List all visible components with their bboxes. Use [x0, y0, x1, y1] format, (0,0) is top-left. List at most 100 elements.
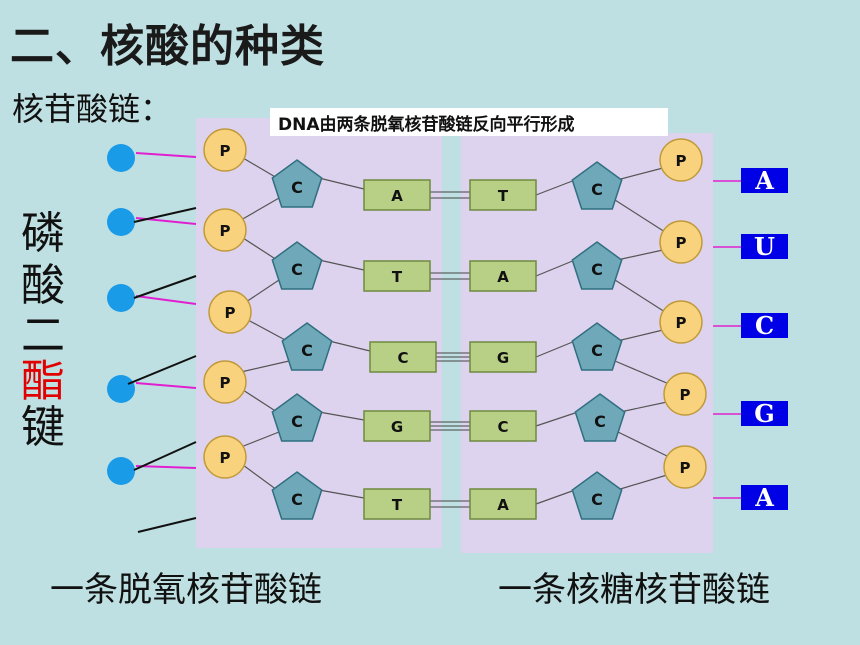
subtitle: 核苷酸链： [12, 90, 173, 128]
right-sugar-5 [571, 471, 623, 520]
left-glycosidic-bond [328, 340, 371, 352]
right-base-2-label: A [497, 268, 509, 286]
right-backbone-bond [614, 360, 670, 385]
left-sugar-5-label: C [291, 490, 303, 509]
right-base-1-label: T [498, 187, 509, 205]
left-base-5 [363, 488, 431, 520]
right-base-4 [469, 410, 537, 442]
left-glycosidic-bond [318, 411, 365, 421]
left-base-5-label: T [392, 496, 403, 514]
right-sugar-3-label: C [591, 341, 603, 360]
phosphate-marker-dot-2 [107, 208, 135, 236]
left-sugar-4-label: C [291, 412, 303, 431]
left-phosphate-4-label: P [220, 374, 231, 392]
left-base-1 [363, 179, 431, 211]
page-title: 二、核酸的种类 [10, 21, 325, 72]
right-backbone-bond [619, 401, 668, 413]
left-base-4 [363, 410, 431, 442]
phosphate-marker-dot-1 [107, 144, 135, 172]
left-backbone-bond [242, 157, 278, 179]
right-phosphate-5 [663, 445, 707, 489]
left-sugar-4 [271, 393, 323, 442]
rna-base-box-5: A [741, 485, 788, 510]
right-base-3 [469, 341, 537, 373]
right-phosphate-4-label: P [680, 386, 691, 404]
left-phosphate-1 [203, 128, 247, 172]
right-sugar-1-label: C [591, 180, 603, 199]
right-glycosidic-bond [535, 259, 576, 277]
bottom-label-dna-strand: 一条脱氧核苷酸链 [50, 570, 322, 610]
left-backbone-bond [242, 389, 278, 413]
right-phosphate-4 [663, 372, 707, 416]
right-backbone-bond [616, 249, 664, 261]
right-backbone-bond [616, 329, 664, 342]
right-base-3-label: G [497, 349, 509, 367]
right-backbone-bond [614, 279, 666, 313]
rna-base-box-4: G [741, 401, 788, 426]
right-sugar-5-label: C [591, 490, 603, 509]
left-base-2 [363, 260, 431, 292]
left-base-3 [369, 341, 437, 373]
bottom-label-rna-strand: 一条核糖核苷酸链 [498, 570, 770, 610]
left-phosphate-1-label: P [220, 142, 231, 160]
right-sugar-2-label: C [591, 260, 603, 279]
right-sugar-3 [571, 322, 623, 371]
vertical-label-char-3: 二 [21, 310, 65, 361]
left-sugar-3 [281, 322, 333, 371]
left-base-4-label: G [391, 418, 403, 436]
left-phosphate-2-label: P [220, 222, 231, 240]
left-sugar-5 [271, 471, 323, 520]
right-glycosidic-bond [535, 340, 576, 358]
left-glycosidic-bond [318, 489, 365, 499]
ester-bond-pointer-line [127, 355, 197, 385]
right-glycosidic-bond [535, 411, 579, 427]
rna-base-box-3: C [741, 313, 788, 338]
right-sugar-1 [571, 161, 623, 210]
phosphate-marker-dot-5 [107, 457, 135, 485]
left-base-3-label: C [397, 349, 408, 367]
right-base-5-label: A [497, 496, 509, 514]
left-phosphate-4 [203, 360, 247, 404]
left-sugar-3-label: C [301, 341, 313, 360]
rna-base-box-1: A [741, 168, 788, 193]
right-sugar-2 [571, 241, 623, 290]
left-base-2-label: T [392, 268, 403, 286]
left-backbone-bond [240, 197, 280, 221]
right-phosphate-2 [659, 220, 703, 264]
left-phosphate-3-label: P [225, 304, 236, 322]
caption-background [270, 108, 668, 136]
right-phosphate-3-label: P [676, 314, 687, 332]
left-backbone-bond [242, 237, 278, 261]
vertical-label-char-4: 酯 [21, 356, 65, 407]
right-backbone-bond [616, 167, 664, 181]
ester-bond-pointer-line [133, 275, 197, 299]
left-sugar-2 [271, 241, 323, 290]
right-phosphate-5-label: P [680, 459, 691, 477]
right-phosphate-3 [659, 300, 703, 344]
vertical-label-char-5: 键 [21, 402, 65, 453]
right-base-4-label: C [497, 418, 508, 436]
right-glycosidic-bond [535, 489, 576, 505]
right-backbone-bond [614, 199, 666, 233]
left-phosphate-2 [203, 208, 247, 252]
left-base-1-label: A [391, 187, 403, 205]
right-base-2 [469, 260, 537, 292]
marker-pointer-line [135, 382, 197, 389]
marker-pointer-line [135, 152, 197, 158]
right-phosphate-1-label: P [676, 152, 687, 170]
right-base-1 [469, 179, 537, 211]
right-sugar-4-label: C [594, 412, 606, 431]
rna-base-box-2: U [741, 234, 788, 259]
left-sugar-1 [271, 159, 323, 208]
right-base-5 [469, 488, 537, 520]
right-backbone-bond [616, 474, 668, 491]
left-glycosidic-bond [318, 259, 365, 271]
phosphate-marker-dot-3 [107, 284, 135, 312]
left-sugar-1-label: C [291, 178, 303, 197]
ester-bond-pointer-line [133, 441, 197, 471]
left-backbone-bond [245, 279, 280, 303]
left-backbone-bond [242, 464, 278, 491]
right-phosphate-1 [659, 138, 703, 182]
right-sugar-4 [574, 393, 626, 442]
